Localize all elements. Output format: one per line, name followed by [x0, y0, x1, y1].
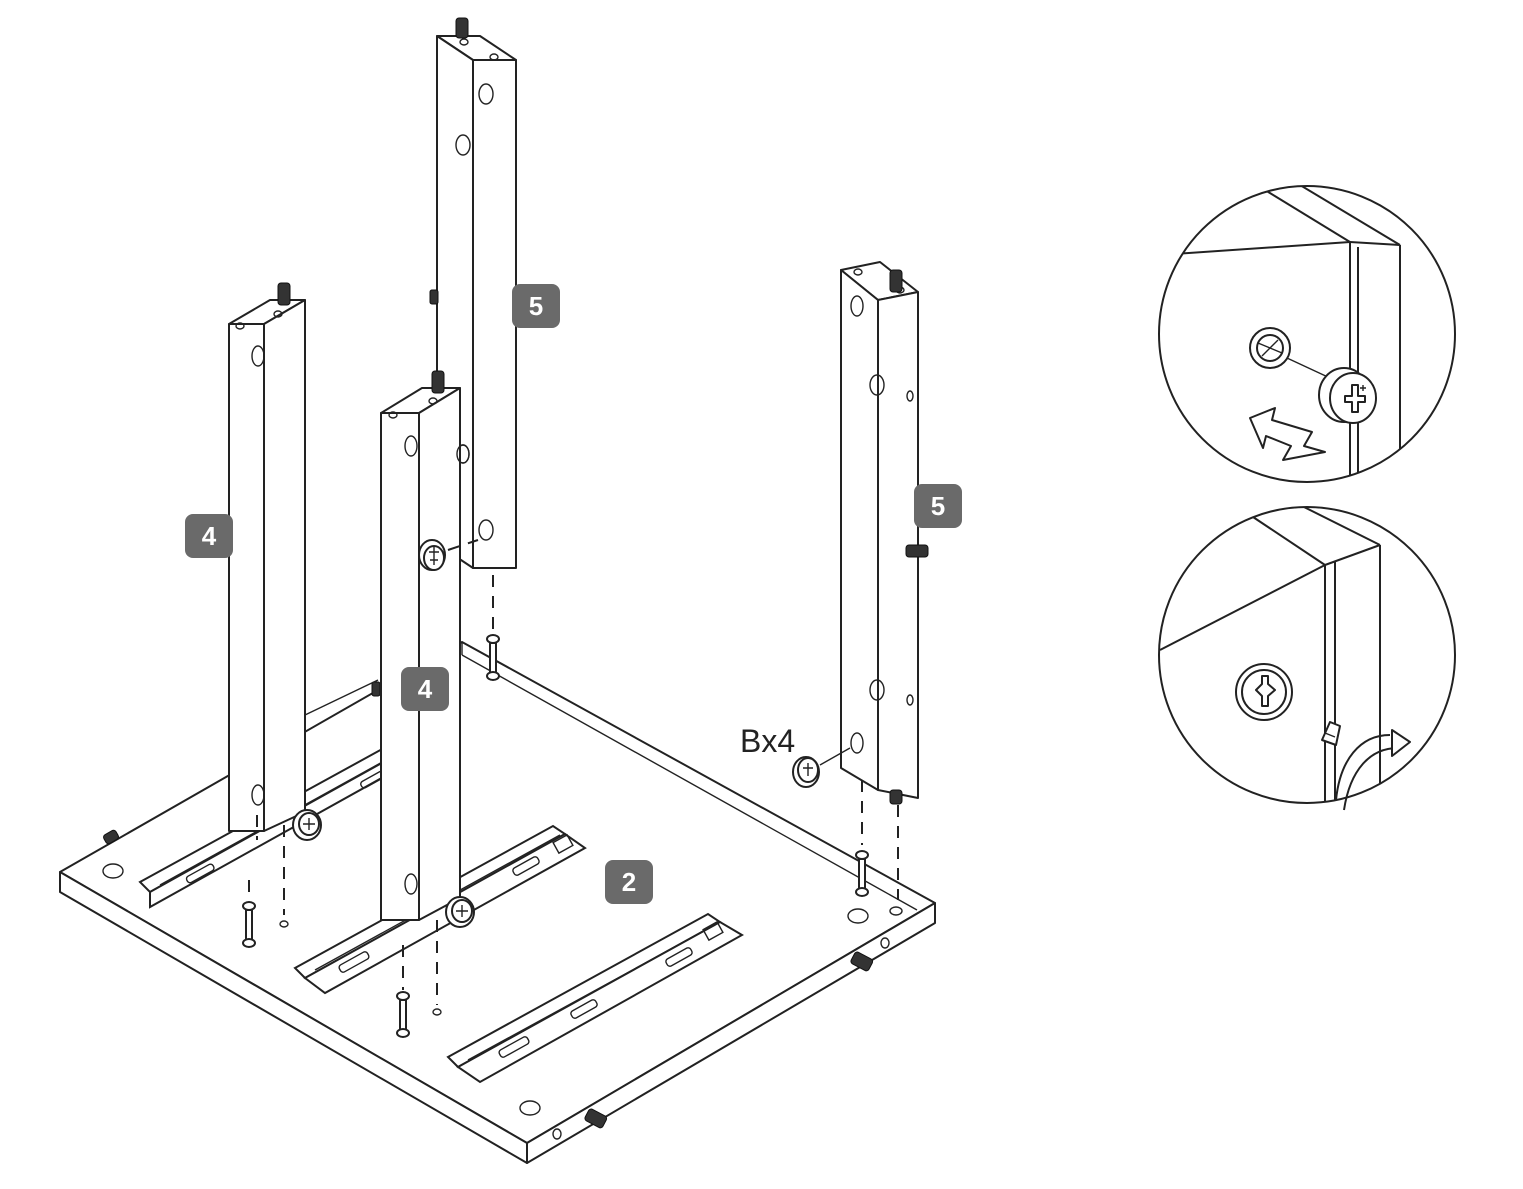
- drawer-rail: [446, 912, 745, 1084]
- cam-lock: [445, 896, 475, 928]
- leg-back-right: [840, 261, 929, 805]
- detail-tighten-cam: [1158, 506, 1456, 811]
- cam-bolt-head: [1249, 327, 1291, 369]
- leg-front-center: [380, 370, 470, 921]
- cam-lock-detail: [1318, 367, 1377, 424]
- dowel-pin: [103, 829, 119, 845]
- part-badge-5-back-right: 5: [914, 484, 962, 528]
- cam-bolt: [242, 815, 289, 948]
- hardware-quantity-label: Bx4: [740, 723, 795, 759]
- cam-lock: [418, 539, 479, 571]
- cam-lock-hardware-b: [792, 747, 851, 788]
- part-label: 4: [418, 674, 433, 704]
- detail-insert-cam: [1158, 185, 1456, 483]
- cam-lock: [292, 809, 322, 841]
- part-label: 5: [931, 491, 945, 521]
- screwdriver-icon: [1321, 721, 1411, 811]
- part-badge-2: 2: [605, 860, 653, 904]
- part-label: 5: [529, 291, 543, 321]
- part-badge-5-back-left: 5: [512, 284, 560, 328]
- cam-bolt: [486, 575, 500, 681]
- part-badge-4-center: 4: [401, 667, 449, 711]
- cam-bolt: [396, 920, 442, 1038]
- dowel-pin: [584, 1108, 608, 1129]
- part-badge-4-left: 4: [185, 514, 233, 558]
- part-label: 2: [622, 867, 636, 897]
- base-panel: [59, 641, 936, 1164]
- leg-front-left: [228, 282, 381, 832]
- dowel-pin: [850, 951, 874, 972]
- cam-bolt: [855, 780, 899, 900]
- cam-lock-detail: [1235, 663, 1293, 721]
- push-arrow-icon: [1249, 407, 1326, 461]
- part-label: 4: [202, 521, 217, 551]
